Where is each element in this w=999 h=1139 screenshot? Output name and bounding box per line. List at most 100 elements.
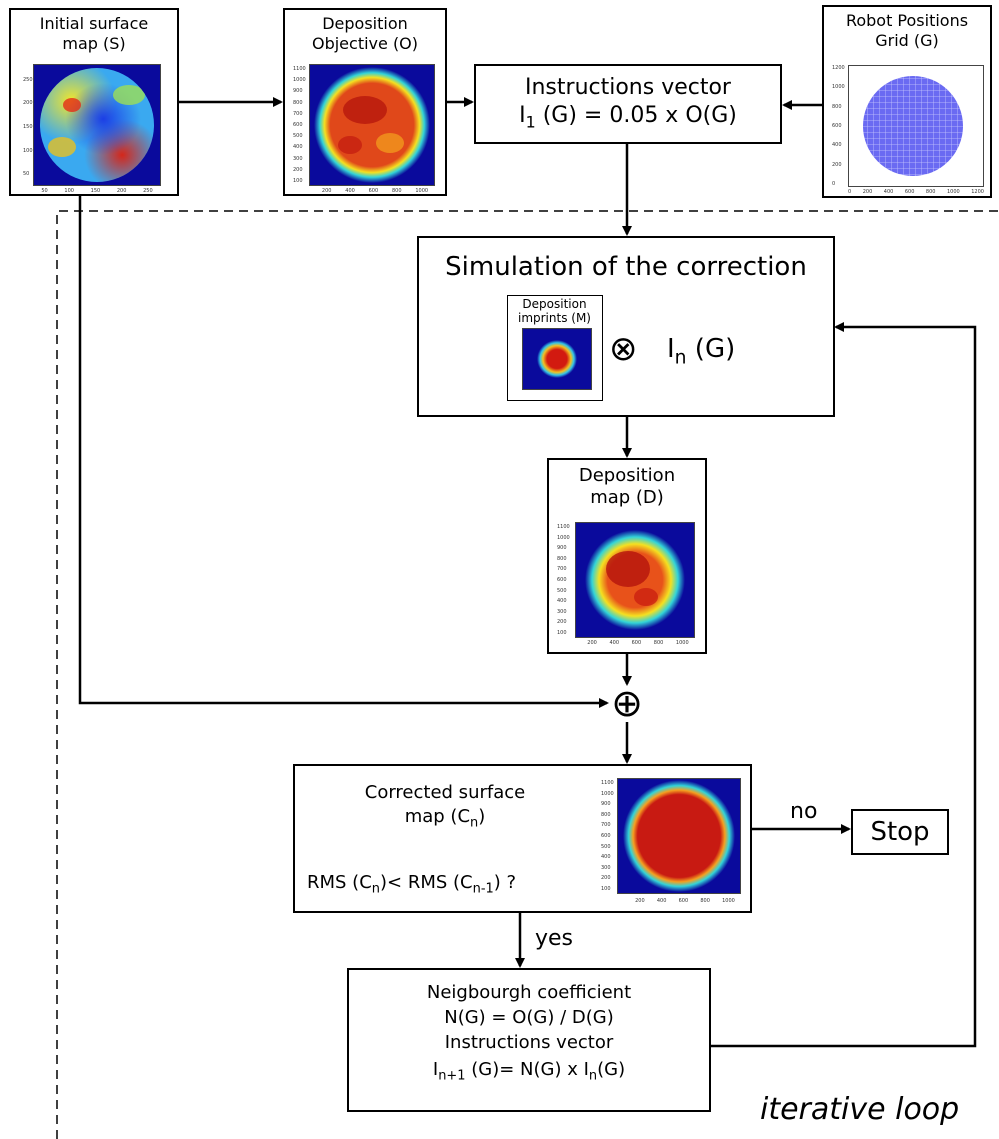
edge-label-no: no <box>790 799 818 824</box>
sum-operator: ⊕ <box>607 683 647 723</box>
imprint-title: Deposition imprints (M) <box>508 297 601 325</box>
tick: 600 <box>368 188 379 194</box>
initial-surface-plot <box>33 64 161 186</box>
corrected-surface-node: Corrected surface map (Cn) RMS (Cn)< RMS… <box>293 764 752 913</box>
rms-condition: RMS (Cn)< RMS (Cn-1) ? <box>307 872 517 897</box>
robot-grid-xticks: 0 200 400 600 800 1000 1200 <box>848 189 984 195</box>
tick: 1000 <box>946 189 960 195</box>
deposition-map-yticks: 100 200 300 400 500 600 700 800 900 1000… <box>557 524 570 636</box>
deposition-objective-title-line1: Deposition <box>322 14 408 33</box>
corrected-surface-plot <box>617 778 741 894</box>
tick: 400 <box>293 144 303 151</box>
tick: 200 <box>116 188 127 194</box>
deposition-map-plot <box>575 522 695 638</box>
initial-surface-yticks: 50 100 150 200 250 <box>23 68 33 186</box>
rms-part-a: RMS (C <box>307 872 372 893</box>
tick: 250 <box>23 76 33 83</box>
neighbour-line4: In+1 (G)= N(G) x In(G) <box>349 1059 709 1084</box>
robot-grid-node: Robot Positions Grid (G) 0 200 400 600 8… <box>822 5 992 198</box>
convolution-symbol: ⊗ <box>609 329 638 369</box>
tick: 800 <box>601 811 611 818</box>
corrected-surface-xticks: 200 400 600 800 1000 <box>629 898 741 904</box>
deposition-map-heatmap <box>585 530 685 630</box>
tick: 400 <box>883 189 894 195</box>
tick: 200 <box>293 166 303 173</box>
tick: 700 <box>293 110 303 117</box>
corrected-title-line1: Corrected surface <box>364 782 526 803</box>
In-label: In (G) <box>667 334 735 367</box>
iterative-loop-label: iterative loop <box>760 1092 960 1127</box>
deposition-objective-title-line2: Objective (O) <box>311 34 419 53</box>
tick: 900 <box>293 88 303 95</box>
tick: 150 <box>23 123 33 130</box>
corrected-map-suffix: ) <box>478 806 486 827</box>
instructions-vector-title: Instructions vector <box>525 75 731 100</box>
arrow-loop-back <box>711 322 977 1048</box>
formula-subscript: 1 <box>525 112 536 132</box>
tick: 1000 <box>557 534 570 541</box>
formula-I: I <box>519 103 526 128</box>
In-I: I <box>667 334 675 364</box>
tick: 0 <box>832 180 836 187</box>
tick: 200 <box>832 161 842 168</box>
l4-sub-1: n+1 <box>438 1068 466 1084</box>
deposition-objective-node: Deposition Objective (O) 200 400 600 800… <box>283 8 447 196</box>
tick: 600 <box>601 832 611 839</box>
imprint-heatmap <box>537 340 577 378</box>
corrected-surface-heatmap <box>623 780 735 892</box>
deposition-map-title-line1: Deposition <box>578 465 676 486</box>
tick: 800 <box>653 640 664 646</box>
corrected-surface-title: Corrected surface map (Cn) <box>315 782 575 831</box>
tick: 250 <box>143 188 153 194</box>
tick: 300 <box>601 864 611 871</box>
tick: 400 <box>832 142 842 149</box>
corrected-subscript: n <box>470 815 479 831</box>
corrected-map-prefix: map (C <box>404 806 471 827</box>
tick: 1200 <box>832 65 845 71</box>
In-subscript: n <box>674 347 687 369</box>
initial-surface-title-line2: map (S) <box>62 34 126 53</box>
tick: 1100 <box>557 524 570 530</box>
l4-end: (G) <box>597 1059 626 1080</box>
tick: 300 <box>557 608 567 615</box>
tick: 150 <box>90 188 101 194</box>
tick: 900 <box>601 801 611 808</box>
simulation-node: Simulation of the correction Deposition … <box>417 236 835 417</box>
rms-sub-1: n <box>371 881 380 897</box>
arrow-surface-to-sum <box>78 196 609 708</box>
tick: 200 <box>635 898 645 904</box>
tick: 500 <box>601 843 611 850</box>
l4-I: I <box>432 1059 439 1080</box>
neighbour-line2: N(G) = O(G) / D(G) <box>444 1007 614 1028</box>
edge-label-yes: yes <box>535 926 574 951</box>
robot-grid-title-line1: Robot Positions <box>845 11 969 30</box>
tick: 200 <box>23 100 33 107</box>
rms-part-b: )< RMS (C <box>380 872 473 893</box>
tick: 100 <box>293 177 303 184</box>
deposition-map-title: Deposition map (D) <box>549 465 705 509</box>
tick: 400 <box>609 640 619 646</box>
imprint-plot <box>522 328 592 390</box>
tick: 1100 <box>601 780 614 786</box>
tick: 1100 <box>293 66 306 72</box>
tick: 800 <box>557 555 567 562</box>
tick: 600 <box>293 121 303 128</box>
tick: 800 <box>832 103 842 110</box>
tick: 400 <box>557 598 567 605</box>
robot-grid-points <box>863 76 963 176</box>
tick: 100 <box>601 885 611 892</box>
deposition-map-title-line2: map (D) <box>590 487 664 508</box>
stop-node: Stop <box>851 809 949 855</box>
deposition-objective-plot <box>309 64 435 186</box>
tick: 200 <box>862 189 873 195</box>
tick: 0 <box>848 189 852 195</box>
tick: 200 <box>557 619 567 626</box>
tick: 50 <box>41 188 48 194</box>
initial-surface-node: Initial surface map (S) 50 100 150 <box>9 8 179 196</box>
rms-part-c: ) ? <box>493 872 517 893</box>
corrected-surface-yticks: 100 200 300 400 500 600 700 800 900 1000… <box>601 780 614 892</box>
tick: 800 <box>925 189 936 195</box>
l4-sub-2: n <box>588 1068 598 1084</box>
tick: 900 <box>557 545 567 552</box>
